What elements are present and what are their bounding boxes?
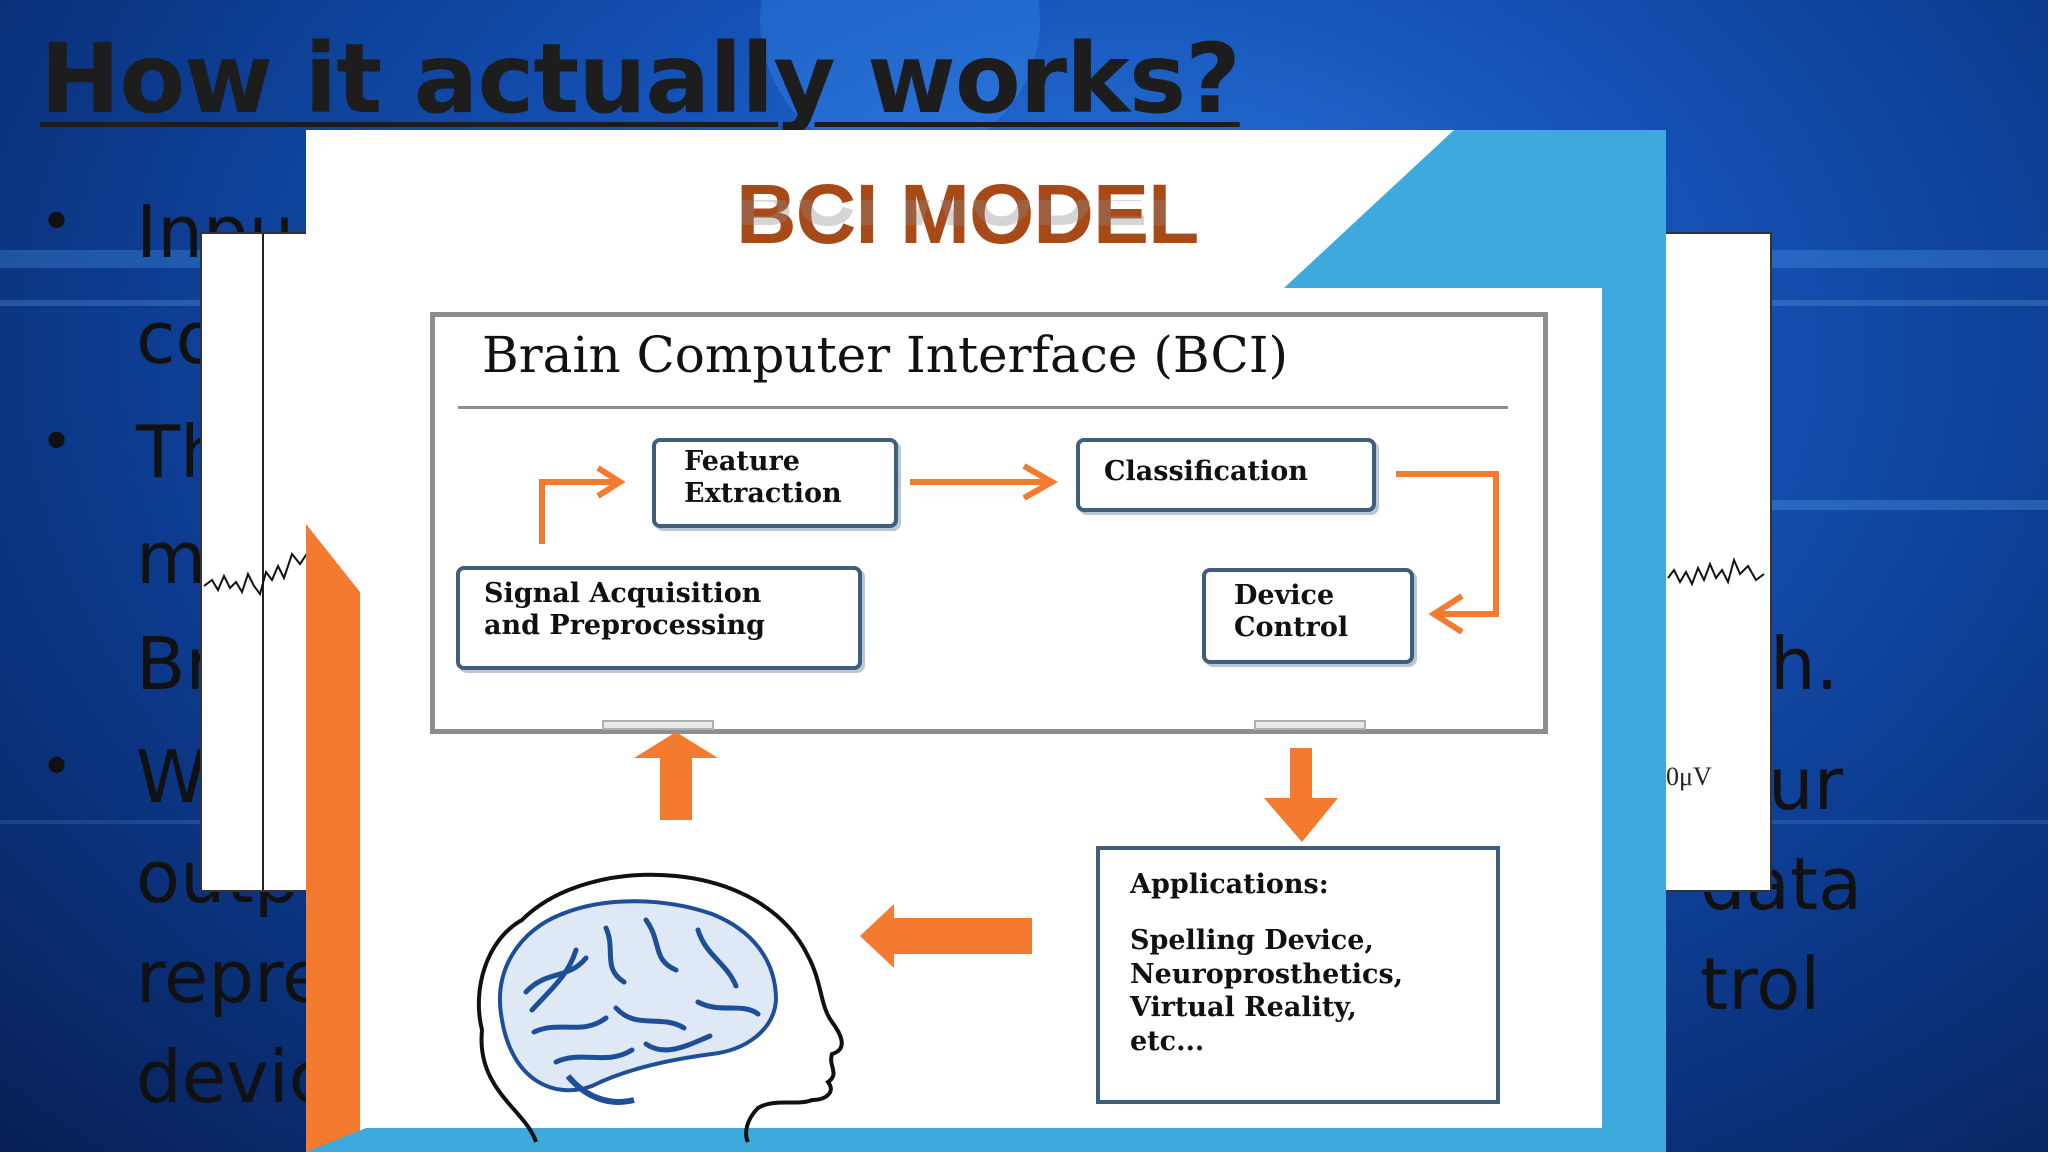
- frame-divider: [458, 406, 1508, 409]
- application-item: Virtual Reality,: [1130, 992, 1357, 1024]
- bullet-line: m: [136, 516, 207, 600]
- eeg-waveform: [203, 551, 1765, 597]
- application-item: Spelling Device,: [1130, 924, 1374, 956]
- brain-head-icon: [476, 872, 844, 1143]
- flow-arrows: [539, 463, 1499, 968]
- box-label: Classification: [1104, 456, 1308, 487]
- bci-model-diagram: BCI MODEL BCI MODEL Brain Computer Inter…: [306, 130, 1666, 1152]
- bci-decor: [306, 130, 1666, 1152]
- arrow-head-icon: [596, 465, 626, 499]
- box-label: Signal Acquisition: [484, 578, 762, 609]
- time-cursor-line: [262, 234, 264, 890]
- application-item: Neuroprosthetics,: [1130, 958, 1404, 990]
- arrow-classification-to-control: [1396, 471, 1499, 617]
- bullet-line: repre: [136, 935, 327, 1019]
- applications-heading: Applications:: [1130, 869, 1329, 900]
- bullet-fragment: trol: [1700, 942, 1821, 1026]
- arrow-head-icon: [1022, 463, 1059, 501]
- classification-box: Classification: [1076, 438, 1376, 512]
- application-item: etc...: [1130, 1026, 1205, 1057]
- bullet-fragment: h.: [1770, 622, 1839, 706]
- bci-frame-title: Brain Computer Interface (BCI): [482, 326, 1289, 384]
- bci-model-heading: BCI MODEL: [736, 167, 1199, 261]
- bullet-fragment: ur: [1768, 742, 1844, 826]
- applications-box: Applications: Spelling Device, Neuropros…: [1096, 846, 1500, 1104]
- page-title: How it actually works?: [40, 23, 1241, 135]
- box-label: Extraction: [684, 478, 842, 510]
- bullet-marker: •: [40, 410, 74, 475]
- frame-tab: [1254, 720, 1366, 730]
- amplitude-label: 0μV: [1666, 762, 1712, 791]
- bullet-line: W: [136, 735, 208, 819]
- arrow-brain-to-acquisition: [634, 732, 718, 820]
- device-control-box: Device Control: [1202, 568, 1414, 664]
- arrow-acquisition-to-features: [539, 479, 614, 544]
- bullet-line: devic: [136, 1035, 329, 1119]
- arrow-applications-to-brain: [860, 904, 1032, 968]
- box-label: Feature: [684, 446, 800, 477]
- frame-tab: [602, 720, 714, 730]
- feature-extraction-box: Feature Extraction: [652, 438, 898, 528]
- signal-acquisition-box: Signal Acquisition and Preprocessing: [456, 566, 862, 670]
- bullet-marker: •: [40, 735, 74, 800]
- bullet-marker: •: [40, 190, 74, 255]
- box-label: Control: [1234, 612, 1349, 644]
- arrow-head-icon: [1428, 593, 1464, 635]
- box-label: Device: [1234, 580, 1335, 611]
- arrow-control-to-applications: [1264, 748, 1338, 842]
- box-label: and Preprocessing: [484, 610, 766, 642]
